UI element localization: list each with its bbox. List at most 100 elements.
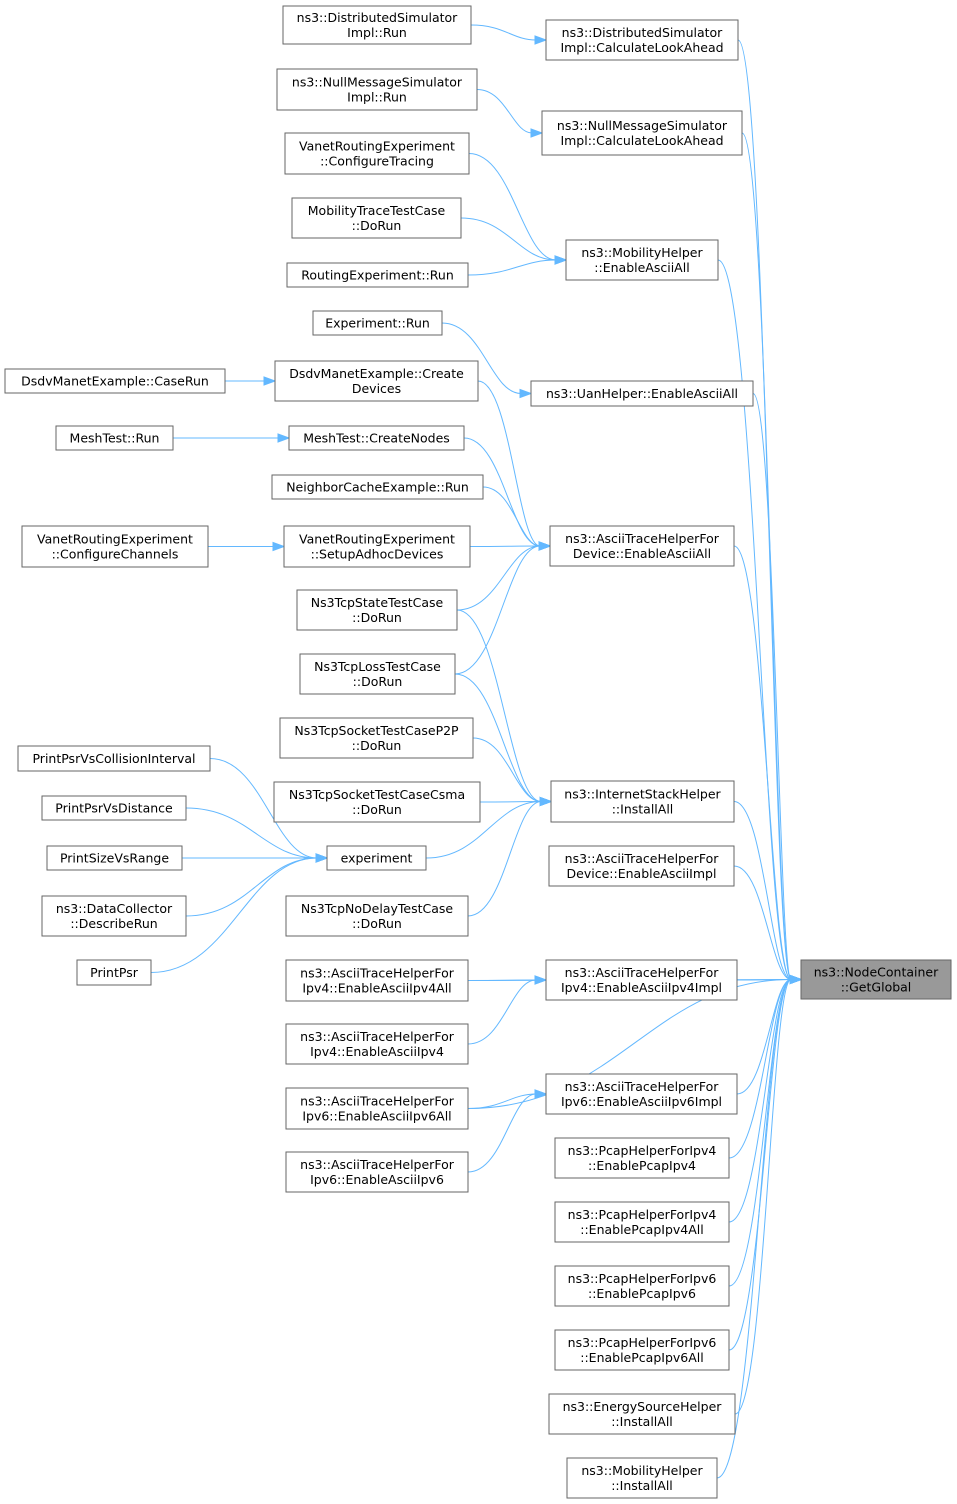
node-box [530,380,754,407]
arrow-head-icon [534,975,548,985]
edge-tcp-no-delay-to-ish-ia [467,796,553,917]
node-ip6-impl[interactable]: ns3::AsciiTraceHelperForIpv6::EnableAsci… [545,1073,738,1115]
node-uan-eaa[interactable]: ns3::UanHelper::EnableAsciiAll [530,380,754,407]
node-ip4[interactable]: ns3::AsciiTraceHelperForIpv4::EnableAsci… [285,1023,469,1065]
node-vre-ct[interactable]: VanetRoutingExperiment::ConfigureTracing [284,132,470,175]
edge-line [477,380,541,547]
edge-line [467,259,557,276]
edge-nm-calc-to-root [741,132,803,985]
node-tcp-loss[interactable]: Ns3TcpLossTestCase::DoRun [299,653,456,695]
edge-line [737,39,792,980]
node-label: Devices [352,381,401,396]
arrow-head-icon [554,255,568,265]
node-pcollide[interactable]: PrintPsrVsCollisionInterval [17,745,211,772]
edge-line [728,979,792,1351]
node-box [565,239,719,281]
node-box [284,132,470,175]
node-label: Ns3TcpLossTestCase [314,659,441,674]
node-label: Ipv4::EnableAsciiIpv4Impl [561,980,722,995]
node-label: PrintPsrVsDistance [55,801,173,816]
node-exp[interactable]: experiment [326,845,427,871]
node-box [285,895,469,937]
node-label: ns3::MobilityHelper [581,1463,703,1478]
node-box [326,845,427,871]
node-ip4-impl[interactable]: ns3::AsciiTraceHelperForIpv4::EnableAsci… [545,959,738,1001]
arrow-head-icon [263,376,277,386]
edge-ish-ia-to-root [733,801,803,985]
node-box [279,717,474,759]
node-pcap6[interactable]: ns3::PcapHelperForIpv6::EnablePcapIpv6 [554,1265,730,1307]
node-label: ::ConfigureTracing [320,154,434,169]
edge-vre-cc-to-vre-sad [208,541,286,552]
edge-pcap6-to-root [728,974,803,1287]
node-pcap4-all[interactable]: ns3::PcapHelperForIpv4::EnablePcapIpv4Al… [554,1201,730,1243]
node-ds-calc[interactable]: ns3::DistributedSimulatorImpl::Calculate… [545,19,739,61]
node-vre-cc[interactable]: VanetRoutingExperiment::ConfigureChannel… [21,525,209,568]
node-nm-calc[interactable]: ns3::NullMessageSimulatorImpl::Calculate… [541,110,743,156]
node-label: PrintSizeVsRange [60,851,169,866]
edge-ip6-to-ip6-impl [467,1089,548,1173]
node-label: ns3::AsciiTraceHelperFor [300,1157,455,1172]
edge-line [728,979,792,1159]
node-box [554,1201,730,1243]
node-pdist[interactable]: PrintPsrVsDistance [41,795,187,821]
node-label: Ns3TcpNoDelayTestCase [301,901,453,916]
root-node[interactable]: ns3::NodeContainer::GetGlobal [800,959,952,1000]
node-esh-ia[interactable]: ns3::EnergySourceHelper::InstallAll [548,1393,736,1435]
node-nc-run[interactable]: NeighborCacheExample::Run [271,474,484,500]
node-mtt-do[interactable]: MobilityTraceTestCase::DoRun [291,197,462,239]
node-pcap4[interactable]: ns3::PcapHelperForIpv4::EnablePcapIpv4 [554,1137,730,1179]
node-ip4-all[interactable]: ns3::AsciiTraceHelperForIpv4::EnableAsci… [285,959,469,1002]
node-label: ns3::PcapHelperForIpv6 [568,1335,717,1350]
edge-line [472,737,542,802]
edge-ip4-to-ip4-impl [467,975,548,1045]
node-ip6-all[interactable]: ns3::AsciiTraceHelperForIpv6::EnableAsci… [285,1087,469,1130]
node-box [285,959,469,1002]
edge-line [460,217,557,261]
node-box [312,310,443,336]
edge-exp-run-to-uan-eaa [441,322,533,399]
node-label: Ipv4::EnableAsciiIpv4All [302,981,451,996]
edge-line [752,393,792,980]
node-label: ns3::AsciiTraceHelperFor [565,965,720,980]
node-box [285,1087,469,1130]
node-re-run[interactable]: RoutingExperiment::Run [286,262,469,288]
node-dsdv-cr[interactable]: DsdvManetExample::CaseRun [4,368,226,394]
node-box [548,845,735,887]
node-mesh-cn[interactable]: MeshTest::CreateNodes [288,425,465,451]
arrow-head-icon [519,388,533,399]
node-label: Impl::CalculateLookAhead [560,40,723,55]
node-mh-ia[interactable]: ns3::MobilityHelper::InstallAll [566,1457,718,1499]
edge-line [733,865,792,980]
node-tcp-no-delay[interactable]: Ns3TcpNoDelayTestCase::DoRun [285,895,469,937]
node-tcp-state[interactable]: Ns3TcpStateTestCase::DoRun [296,589,458,631]
node-box [41,895,187,937]
node-psize[interactable]: PrintSizeVsRange [46,845,183,871]
node-box [554,1265,730,1307]
edge-line [467,979,537,1045]
node-label: ns3::DataCollector [56,901,173,916]
node-exp-run[interactable]: Experiment::Run [312,310,443,336]
node-pcap6-all[interactable]: ns3::PcapHelperForIpv6::EnablePcapIpv6Al… [554,1329,730,1371]
node-ath-dea[interactable]: ns3::AsciiTraceHelperForDevice::EnableAs… [549,525,735,567]
node-ish-ia[interactable]: ns3::InternetStackHelper::InstallAll [550,780,735,823]
edge-pcap4-to-root [728,974,803,1159]
node-ip6[interactable]: ns3::AsciiTraceHelperForIpv6::EnableAsci… [285,1151,469,1193]
node-vre-sad[interactable]: VanetRoutingExperiment::SetupAdhocDevice… [283,525,471,568]
node-box [299,653,456,695]
node-dc-run[interactable]: ns3::DataCollector::DescribeRun [41,895,187,937]
node-box [545,959,738,1001]
node-mh-eaa[interactable]: ns3::MobilityHelper::EnableAsciiAll [565,239,719,281]
node-label: ns3::PcapHelperForIpv4 [568,1207,717,1222]
edge-line [482,486,541,547]
node-ath-dei[interactable]: ns3::AsciiTraceHelperForDevice::EnableAs… [548,845,735,887]
edge-mesh-run-to-mesh-cn [172,433,291,443]
node-mesh-run[interactable]: MeshTest::Run [55,425,174,451]
node-box [273,781,481,823]
node-ppsr[interactable]: PrintPsr [76,959,152,986]
node-tcp-csma[interactable]: Ns3TcpSocketTestCaseCsma::DoRun [273,781,481,823]
node-tcp-p2-p[interactable]: Ns3TcpSocketTestCaseP2P::DoRun [279,717,474,759]
